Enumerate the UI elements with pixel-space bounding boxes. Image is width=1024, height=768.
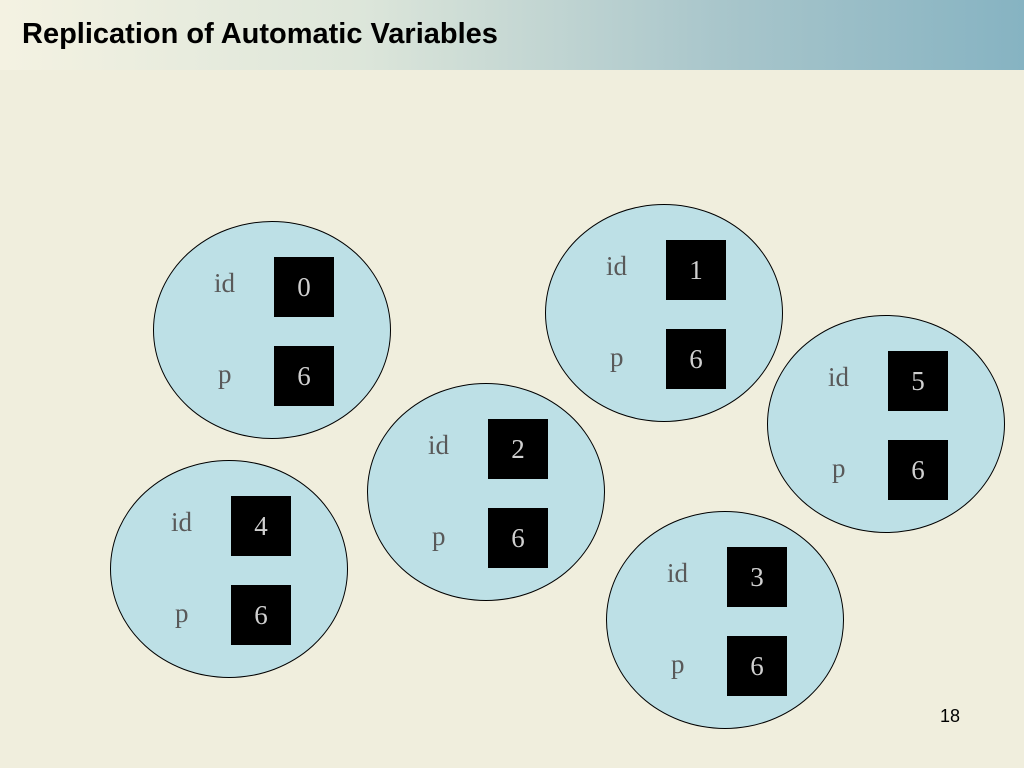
id-value-box: 5 <box>888 351 948 411</box>
id-label: id <box>171 507 193 537</box>
p-value-box: 6 <box>231 585 291 645</box>
thread-bubble-4: id 4 p 6 <box>110 460 348 678</box>
p-label: p <box>832 453 846 483</box>
p-value-box: 6 <box>666 329 726 389</box>
id-label: id <box>214 268 236 298</box>
p-value-box: 6 <box>274 346 334 406</box>
thread-bubble-1: id 1 p 6 <box>545 204 783 422</box>
thread-bubble-5: id 5 p 6 <box>767 315 1005 533</box>
page-number: 18 <box>940 706 961 726</box>
id-label: id <box>667 558 689 588</box>
p-value-box: 6 <box>727 636 787 696</box>
id-label: id <box>828 362 850 392</box>
id-label: id <box>428 430 450 460</box>
p-value-box: 6 <box>488 508 548 568</box>
p-label: p <box>671 649 685 679</box>
slide-title: Replication of Automatic Variables <box>22 18 498 50</box>
title-bar: Replication of Automatic Variables <box>0 0 1024 70</box>
p-label: p <box>218 359 232 389</box>
p-label: p <box>175 598 189 628</box>
p-label: p <box>432 521 446 551</box>
thread-bubble-2: id 2 p 6 <box>367 383 605 601</box>
thread-bubble-3: id 3 p 6 <box>606 511 844 729</box>
id-value-box: 3 <box>727 547 787 607</box>
p-label: p <box>610 342 624 372</box>
id-value-box: 2 <box>488 419 548 479</box>
id-value-box: 1 <box>666 240 726 300</box>
id-value-box: 4 <box>231 496 291 556</box>
id-label: id <box>606 251 628 281</box>
id-value-box: 0 <box>274 257 334 317</box>
thread-bubble-0: id 0 p 6 <box>153 221 391 439</box>
p-value-box: 6 <box>888 440 948 500</box>
